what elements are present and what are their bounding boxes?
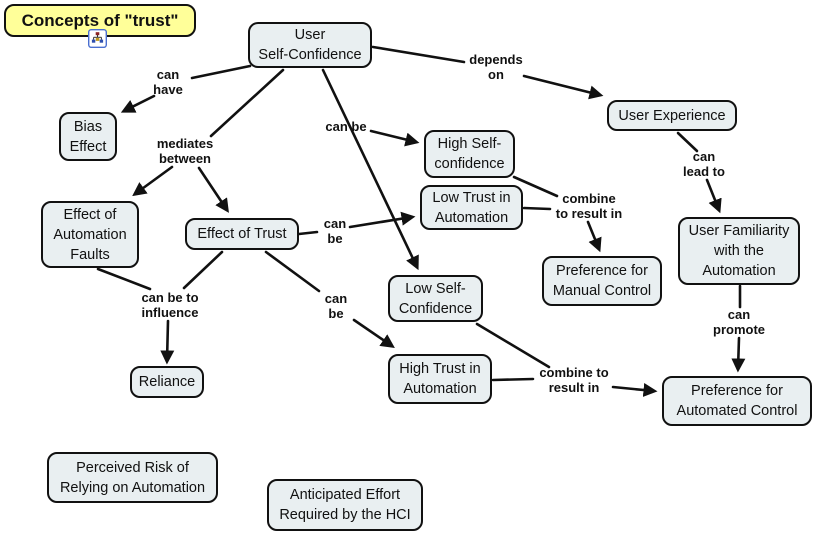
node-high-trust-in-automation[interactable]: High Trust in Automation: [388, 354, 492, 404]
node-low-trust-in-automation[interactable]: Low Trust in Automation: [420, 185, 523, 230]
node-reliance[interactable]: Reliance: [130, 366, 204, 398]
edge-lowselfconf-combine2: [475, 322, 551, 369]
edge-automationfaults-influence: [96, 267, 152, 291]
node-preference-manual-control[interactable]: Preference for Manual Control: [542, 256, 662, 306]
edge-canbe2-lowtrust: [348, 211, 416, 229]
edge-usc-canhave: [190, 64, 252, 80]
edge-usc-dependson: [371, 45, 466, 64]
node-low-self-confidence[interactable]: Low Self- Confidence: [388, 275, 483, 322]
node-effect-of-trust[interactable]: Effect of Trust: [185, 218, 299, 250]
edge-effectoftrust-canbe3: [264, 250, 321, 293]
edge-label-mediates-between[interactable]: mediates between: [156, 136, 214, 166]
edge-mediates-automationfaults: [132, 165, 174, 197]
node-high-self-confidence[interactable]: High Self- confidence: [424, 130, 515, 178]
node-anticipated-effort[interactable]: Anticipated Effort Required by the HCI: [267, 479, 423, 531]
node-user-experience[interactable]: User Experience: [607, 100, 737, 131]
edge-label-can-be-1[interactable]: can be: [325, 119, 367, 134]
concept-map-icon[interactable]: [88, 29, 107, 48]
edge-canpromote-prefautomated: [731, 336, 746, 373]
edge-canleadto-familiarity: [705, 178, 722, 214]
edge-label-can-lead-to[interactable]: can lead to: [683, 149, 725, 179]
edge-label-combine-to-result-in-1[interactable]: combine to result in: [555, 191, 623, 221]
edge-dependson-userexperience: [522, 74, 604, 100]
edge-influence-reliance: [160, 319, 175, 365]
edge-effectoftrust-canbe2: [297, 230, 319, 236]
edge-canbe1-highselfconfidence: [369, 129, 420, 147]
node-bias-effect[interactable]: Bias Effect: [59, 112, 117, 161]
edge-canhave-biaseffect: [120, 94, 156, 113]
edge-highselfconf-combine1: [512, 175, 559, 198]
edge-label-combine-to-result-in-2[interactable]: combine to result in: [539, 365, 609, 395]
edge-label-can-be-to-influence[interactable]: can be to influence: [141, 290, 199, 320]
edge-usc-lowselfconfidence: [321, 68, 419, 271]
edge-label-can-be-3[interactable]: can be: [324, 291, 348, 321]
map-title: Concepts of "trust": [4, 4, 196, 37]
node-user-self-confidence[interactable]: User Self-Confidence: [248, 22, 372, 68]
edge-label-can-promote[interactable]: can promote: [713, 307, 765, 337]
node-perceived-risk[interactable]: Perceived Risk of Relying on Automation: [47, 452, 218, 503]
edge-usc-mediates: [209, 68, 285, 138]
edge-lowtrust-combine1: [522, 206, 552, 211]
edge-mediates-effectoftrust: [197, 166, 229, 213]
edge-label-can-be-2[interactable]: can be: [323, 216, 347, 246]
node-effect-of-automation-faults[interactable]: Effect of Automation Faults: [41, 201, 139, 268]
edge-combine1-prefmanual: [586, 220, 602, 253]
edge-label-depends-on[interactable]: depends on: [469, 52, 523, 82]
node-preference-automated-control[interactable]: Preference for Automated Control: [662, 376, 812, 426]
edge-combine2-prefautomated: [611, 382, 658, 397]
node-user-familiarity[interactable]: User Familiarity with the Automation: [678, 217, 800, 285]
edge-hightrust-combine2: [491, 377, 535, 382]
edge-userexperience-canleadto: [676, 131, 699, 153]
edge-label-can-have[interactable]: can have: [153, 67, 183, 97]
edge-effectoftrust-influence: [182, 250, 224, 290]
edge-canbe3-hightrust: [352, 318, 395, 348]
